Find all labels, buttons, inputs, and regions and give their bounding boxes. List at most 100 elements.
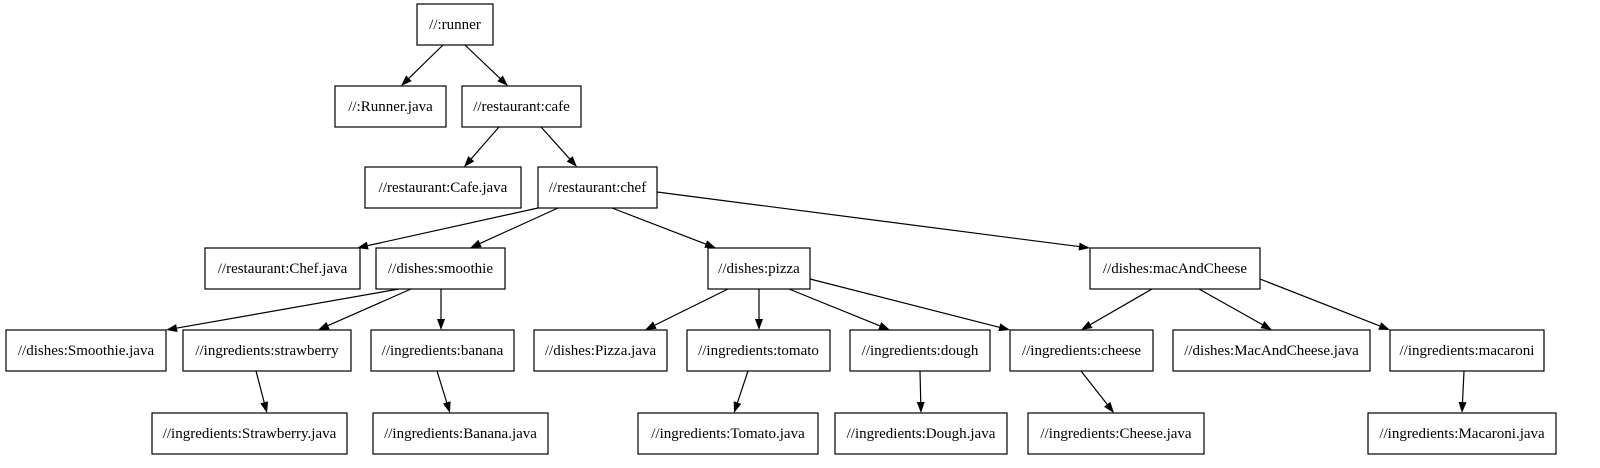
node-box[interactable] [372, 412, 549, 455]
node-box[interactable] [151, 412, 348, 455]
graph-edge [788, 288, 890, 330]
node-box[interactable] [707, 247, 811, 290]
graph-node-dishes_smoothie[interactable]: //dishes:smoothie [375, 247, 506, 290]
graph-edge [611, 207, 716, 248]
node-box[interactable] [204, 247, 361, 290]
node-box[interactable] [537, 166, 658, 209]
graph-node-restaurant_chef_java[interactable]: //restaurant:Chef.java [204, 247, 361, 290]
edge-arrowhead-icon [755, 319, 763, 330]
graph-edge [437, 289, 445, 330]
node-box[interactable] [416, 3, 494, 46]
edge-line [176, 288, 400, 329]
graph-node-ing_cheese_java[interactable]: //ingredients:Cheese.java [1027, 412, 1205, 455]
graph-node-ing_strawberry_java[interactable]: //ingredients:Strawberry.java [151, 412, 348, 455]
graph-node-restaurant_cafe[interactable]: //restaurant:cafe [461, 85, 582, 128]
edge-line [611, 207, 706, 245]
edge-arrowhead-icon [1078, 242, 1090, 251]
edge-arrowhead-icon [442, 401, 451, 413]
node-box[interactable] [370, 329, 515, 372]
node-box[interactable] [533, 329, 668, 372]
node-label: //ingredients:Tomato.java [651, 426, 805, 442]
graph-node-ing_dough_java[interactable]: //ingredients:Dough.java [834, 412, 1008, 455]
node-box[interactable] [1027, 412, 1205, 455]
edge-line [408, 44, 444, 79]
edge-arrowhead-icon [1378, 322, 1390, 330]
graph-node-ing_banana[interactable]: //ingredients:banana [370, 329, 515, 372]
edge-arrowhead-icon [464, 156, 475, 167]
edge-arrowhead-icon [733, 401, 742, 413]
node-label: //dishes:MacAndCheese.java [1184, 343, 1359, 359]
node-box[interactable] [5, 329, 167, 372]
graph-node-dishes_macandcheese[interactable]: //dishes:macAndCheese [1089, 247, 1261, 290]
graph-edge [464, 44, 508, 86]
node-label: //:runner [429, 17, 481, 33]
graph-node-ing_macaroni[interactable]: //ingredients:macaroni [1389, 329, 1545, 372]
edge-line [464, 44, 501, 79]
edge-line [736, 370, 749, 403]
node-label: //ingredients:Macaroni.java [1379, 426, 1545, 442]
graph-edge [916, 370, 925, 413]
node-box[interactable] [686, 329, 831, 372]
graph-node-restaurant_cafe_java[interactable]: //restaurant:Cafe.java [364, 166, 522, 209]
node-box[interactable] [1089, 247, 1261, 290]
edge-arrowhead-icon [1260, 321, 1272, 330]
graph-node-ing_cheese[interactable]: //ingredients:cheese [1009, 329, 1154, 372]
node-box[interactable] [182, 329, 352, 372]
node-box[interactable] [834, 412, 1008, 455]
node-label: //ingredients:banana [382, 343, 504, 359]
graph-edge [318, 288, 412, 330]
graph-node-ing_dough[interactable]: //ingredients:dough [849, 329, 991, 372]
node-label: //restaurant:chef [549, 180, 646, 196]
graph-node-dishes_smoothie_java[interactable]: //dishes:Smoothie.java [5, 329, 167, 372]
graph-edge [464, 126, 500, 167]
edge-arrowhead-icon [437, 319, 445, 330]
node-box[interactable] [375, 247, 506, 290]
node-box[interactable] [461, 85, 582, 128]
node-label: //ingredients:Dough.java [847, 426, 996, 442]
graph-edge [1458, 370, 1467, 413]
node-label: //ingredients:strawberry [195, 343, 339, 359]
edge-line [436, 370, 448, 403]
graph-node-runner[interactable]: //:runner [416, 3, 494, 46]
graph-edge [656, 191, 1090, 251]
node-label: //ingredients:Cheese.java [1040, 426, 1192, 442]
node-box[interactable] [334, 85, 447, 128]
graph-edge [540, 126, 577, 167]
node-label: //restaurant:cafe [473, 99, 570, 115]
edge-arrowhead-icon [401, 75, 412, 86]
node-label: //restaurant:Chef.java [218, 261, 348, 277]
graph-node-dishes_mac_java[interactable]: //dishes:MacAndCheese.java [1172, 329, 1371, 372]
node-box[interactable] [364, 166, 522, 209]
node-box[interactable] [1172, 329, 1371, 372]
node-box[interactable] [637, 412, 819, 455]
graph-node-ing_banana_java[interactable]: //ingredients:Banana.java [372, 412, 549, 455]
node-label: //ingredients:Banana.java [384, 426, 537, 442]
node-label: //ingredients:tomato [698, 343, 819, 359]
graph-edge [645, 288, 729, 330]
graph-node-ing_strawberry[interactable]: //ingredients:strawberry [182, 329, 352, 372]
node-box[interactable] [849, 329, 991, 372]
node-box[interactable] [1367, 412, 1557, 455]
graph-node-runner_java[interactable]: //:Runner.java [334, 85, 447, 128]
graph-edge [809, 278, 1010, 332]
graph-node-ing_tomato[interactable]: //ingredients:tomato [686, 329, 831, 372]
node-label: //dishes:pizza [718, 261, 800, 277]
graph-node-dishes_pizza_java[interactable]: //dishes:Pizza.java [533, 329, 668, 372]
graph-edge [166, 288, 400, 333]
nodes-layer: //:runner //:Runner.java //restaurant:cafe… [5, 3, 1557, 455]
graph-node-ing_tomato_java[interactable]: //ingredients:Tomato.java [637, 412, 819, 455]
graph-node-ing_macaroni_java[interactable]: //ingredients:Macaroni.java [1367, 412, 1557, 455]
graph-node-dishes_pizza[interactable]: //dishes:pizza [707, 247, 811, 290]
edge-arrowhead-icon [916, 401, 925, 413]
graph-edge [401, 44, 444, 86]
node-box[interactable] [1389, 329, 1545, 372]
edge-line [919, 370, 922, 403]
edge-arrowhead-icon [166, 324, 178, 333]
node-box[interactable] [1009, 329, 1154, 372]
graph-edge [1081, 288, 1153, 330]
graph-node-restaurant_chef[interactable]: //restaurant:chef [537, 166, 658, 209]
edge-line [656, 191, 1080, 248]
edge-arrowhead-icon [998, 323, 1010, 332]
